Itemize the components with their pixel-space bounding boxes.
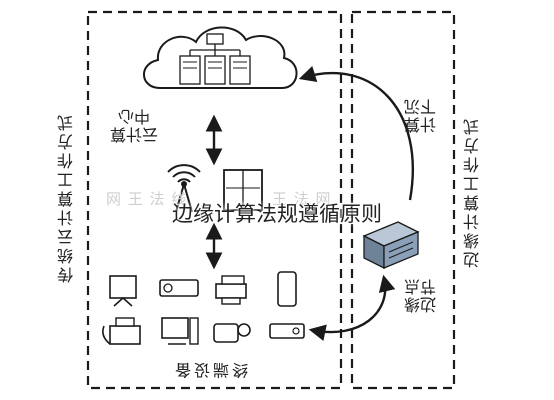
caption: 边缘计算法规遵循原则	[172, 202, 382, 226]
terminal-devices-label: 终端设备	[172, 360, 249, 380]
set-top-box-icon	[269, 323, 305, 339]
cloud-center-label: 云计算 中心	[110, 106, 159, 144]
fax-machine-icon	[102, 317, 141, 345]
camera-icon	[213, 323, 251, 343]
edge-terminal-curved-arrow	[308, 274, 396, 341]
edge-computing-title: 边缘计算工作方式	[463, 116, 482, 268]
projector-icon	[159, 279, 199, 297]
projector-screen-icon	[109, 275, 137, 307]
edge-server-icon	[362, 221, 420, 270]
watermark-right: 王 法 网	[272, 190, 332, 208]
cloud-edge-curved-arrow	[298, 65, 415, 201]
printer-icon	[215, 275, 247, 305]
cloud-icon	[143, 26, 298, 89]
desktop-computer-icon	[161, 317, 199, 345]
cloud-servers-icon	[179, 33, 251, 85]
watermark-left: 网 王 法 线	[106, 190, 188, 208]
wireless-antenna-icon	[167, 164, 201, 213]
tablet-icon	[277, 271, 297, 307]
edge-node-label: 边缘 节点	[404, 276, 437, 314]
computing-sinking-label: 计算 下沉	[404, 96, 437, 134]
edge-computing-box	[350, 10, 456, 390]
traditional-cloud-box	[86, 10, 343, 390]
gateway-device-icon	[223, 169, 263, 211]
